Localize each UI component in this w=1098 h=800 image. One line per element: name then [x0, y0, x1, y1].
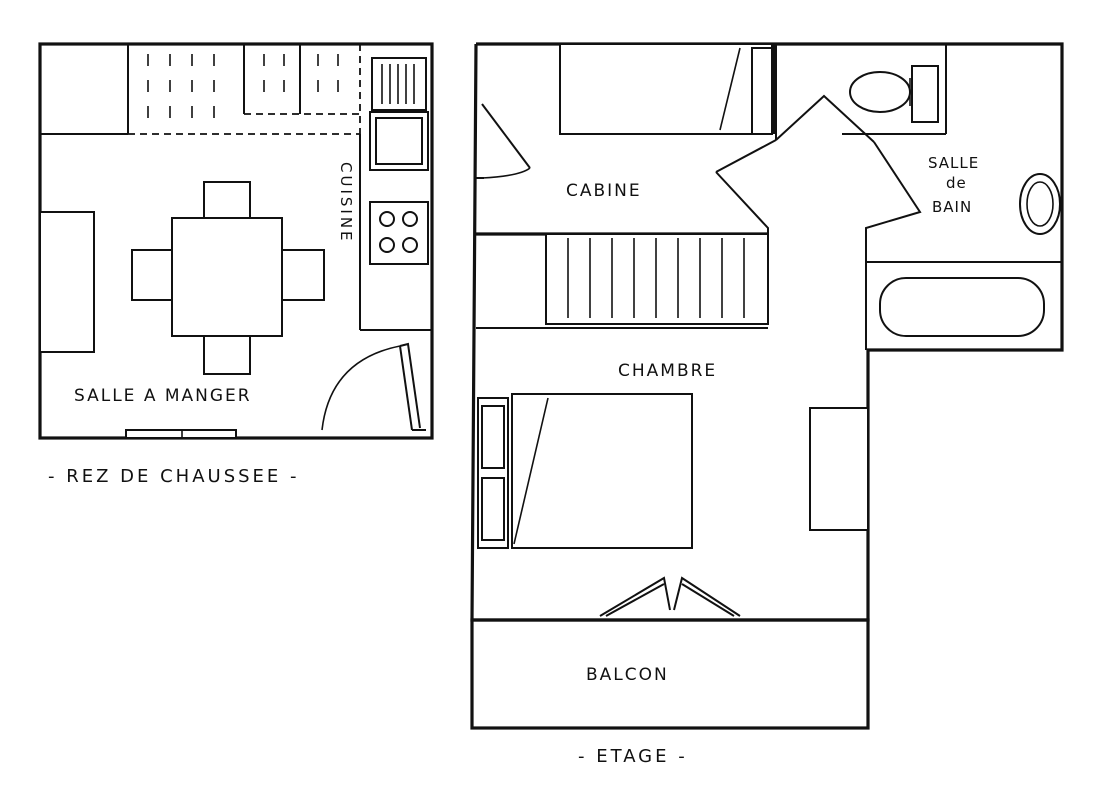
chair-left — [131, 249, 173, 301]
pillow-bottom — [481, 477, 505, 541]
label-cabin: CABINE — [566, 181, 642, 201]
bathtub — [879, 277, 1045, 337]
caption-upper-floor: - ETAGE - — [578, 746, 688, 767]
pillow-top — [481, 405, 505, 469]
dining-window — [125, 429, 237, 439]
washbasin — [1019, 173, 1061, 235]
upper-floor-staircase — [476, 233, 769, 329]
balcony-area — [470, 618, 870, 730]
dining-table — [171, 217, 283, 337]
ground-floor-plan: CUISINE SALLE A MANGER — [38, 42, 434, 440]
label-bathroom-line1: SALLE — [928, 154, 979, 172]
cabin-closet-door — [476, 103, 531, 179]
cabin-bed — [559, 43, 773, 135]
dining-table-set — [131, 181, 325, 375]
upper-floor-plan: CABINE SALLE de BAIN CHAMBRE BALCON — [470, 42, 1064, 730]
label-bathroom-line3: BAIN — [932, 198, 972, 216]
double-bed — [511, 393, 693, 549]
entry-door — [321, 342, 426, 431]
cooktop — [369, 201, 429, 265]
bedroom-furniture — [477, 393, 869, 549]
kitchen-counter — [359, 57, 432, 331]
toilet — [849, 65, 939, 123]
balcony-french-doors — [599, 576, 741, 617]
ground-floor-staircase — [40, 44, 361, 135]
label-balcony: BALCON — [586, 665, 669, 685]
caption-ground-floor: - REZ DE CHAUSSEE - — [48, 466, 300, 487]
chair-bottom — [203, 335, 251, 375]
label-bedroom: CHAMBRE — [618, 361, 717, 381]
sideboard — [39, 211, 95, 353]
label-bathroom-line2: de — [946, 174, 967, 192]
bathroom-fixtures — [775, 44, 1062, 337]
wardrobe — [809, 407, 869, 531]
dish-rack — [371, 57, 427, 111]
chair-top — [203, 181, 251, 219]
chair-right — [281, 249, 325, 301]
label-dining-room: SALLE A MANGER — [74, 386, 252, 406]
label-kitchen: CUISINE — [337, 162, 355, 244]
